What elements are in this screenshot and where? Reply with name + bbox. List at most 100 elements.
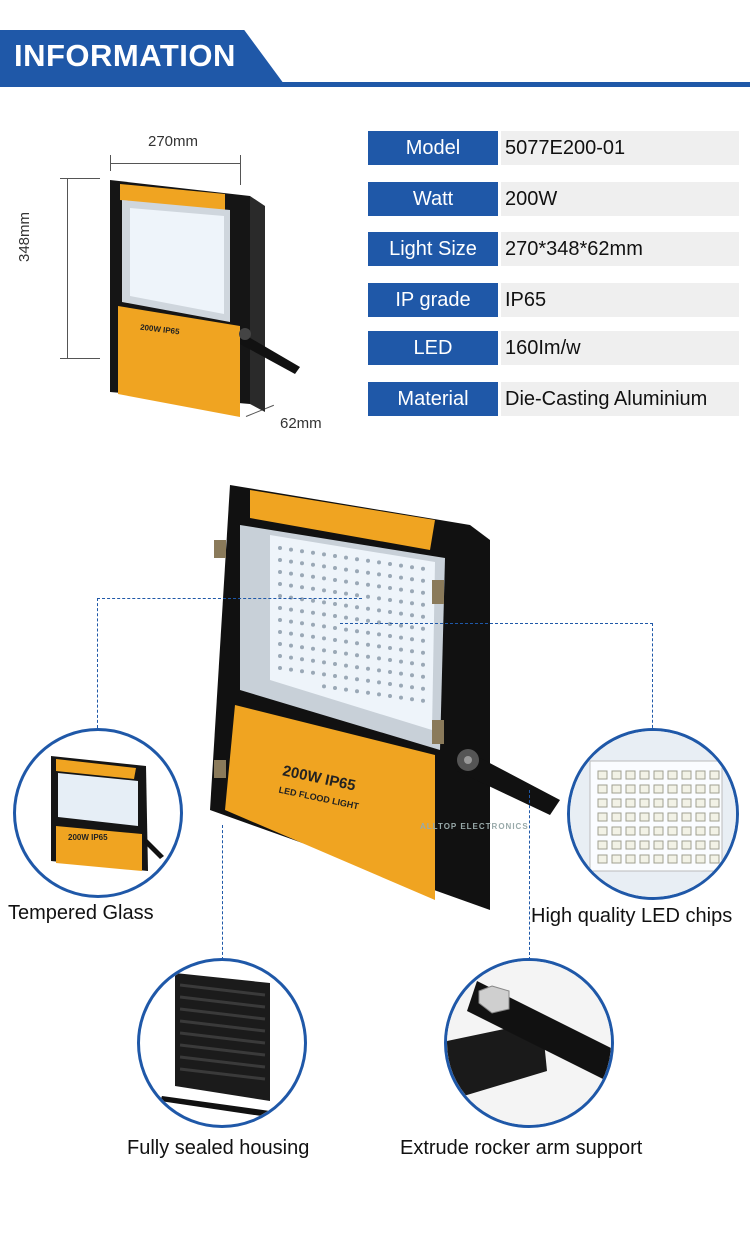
led-chip [611, 784, 622, 794]
led-dot [410, 685, 414, 690]
led-dot [344, 615, 348, 620]
led-dot [377, 608, 381, 613]
spec-label: Material [368, 382, 498, 416]
led-dot [421, 674, 425, 679]
height-dimension-line [67, 178, 68, 358]
led-chip [681, 812, 692, 822]
caption-led-chips: High quality LED chips [531, 905, 733, 927]
led-chip [625, 770, 636, 780]
led-dot [355, 653, 359, 658]
led-chip [681, 798, 692, 808]
led-dot [377, 680, 381, 685]
led-chip [611, 770, 622, 780]
led-chip [611, 798, 622, 808]
led-dot [322, 684, 326, 689]
led-dot [322, 612, 326, 617]
led-dot [289, 667, 293, 672]
caption-sealed-housing: Fully sealed housing [127, 1137, 310, 1159]
led-dot [377, 572, 381, 577]
led-dot [322, 660, 326, 665]
led-dot [399, 671, 403, 676]
led-dot [388, 634, 392, 638]
led-chip [667, 826, 678, 836]
feature-rocker-arm-circle [444, 958, 614, 1128]
spec-value: Die-Casting Aluminium [501, 382, 739, 416]
led-dot [333, 626, 337, 630]
connector-line [340, 623, 653, 624]
led-chip [695, 826, 706, 836]
led-dot [333, 590, 337, 594]
led-chip [611, 840, 622, 850]
led-dot [344, 639, 348, 644]
led-dot [377, 692, 381, 697]
feature-sealed-housing-circle [137, 958, 307, 1128]
led-dot [322, 600, 326, 605]
led-chip [597, 826, 608, 836]
led-chip [597, 770, 608, 780]
caption-tempered-glass: Tempered Glass [8, 902, 154, 924]
led-dot [366, 618, 370, 623]
led-dot [311, 586, 315, 591]
led-dot [399, 635, 403, 640]
led-dot [289, 559, 293, 564]
led-dot [366, 678, 370, 683]
led-chip [653, 840, 664, 850]
led-dot [344, 579, 348, 584]
led-dot [388, 598, 392, 602]
page-title: INFORMATION [14, 38, 236, 73]
spec-value: 200W [501, 182, 739, 216]
led-chip [681, 826, 692, 836]
led-dot [388, 670, 392, 674]
led-chip [639, 812, 650, 822]
led-dot [278, 666, 282, 670]
led-dot [421, 590, 425, 595]
led-chip [625, 840, 636, 850]
spec-value: 270*348*62mm [501, 232, 739, 266]
led-dot [289, 631, 293, 636]
led-dot [377, 596, 381, 601]
spec-value: 160Im/w [501, 331, 739, 365]
led-chip [681, 840, 692, 850]
led-dot [399, 623, 403, 628]
led-dot [300, 561, 304, 566]
width-dimension-line [110, 163, 241, 164]
led-chip [709, 826, 720, 836]
led-chip [597, 812, 608, 822]
led-chip [709, 798, 720, 808]
led-dot [366, 654, 370, 659]
spec-row-material: Material Die-Casting Aluminium [368, 382, 739, 416]
led-chip [667, 770, 678, 780]
led-dot [421, 662, 425, 667]
led-dot [355, 593, 359, 598]
led-dot [333, 566, 337, 570]
led-chip-grid [278, 546, 425, 703]
led-chip [597, 784, 608, 794]
led-dot [355, 569, 359, 574]
led-dot [421, 650, 425, 655]
led-dot [421, 578, 425, 583]
led-dot [366, 558, 370, 563]
led-chip [639, 840, 650, 850]
led-dot [410, 589, 414, 594]
led-chip [639, 826, 650, 836]
led-dot [311, 622, 315, 627]
header: INFORMATION [0, 0, 750, 90]
led-dot [366, 666, 370, 671]
led-dot [388, 694, 392, 698]
led-dot [333, 602, 337, 606]
led-dot [278, 558, 282, 562]
led-dot [278, 570, 282, 574]
led-dot [322, 576, 326, 581]
led-dot [300, 549, 304, 554]
connector-line [222, 825, 223, 960]
led-dot [344, 663, 348, 668]
led-chip [667, 784, 678, 794]
led-dot [322, 552, 326, 557]
led-dot [366, 630, 370, 635]
led-dot [289, 607, 293, 612]
led-dot [333, 674, 337, 678]
led-dot [355, 581, 359, 586]
led-dot [300, 633, 304, 638]
led-chip [709, 784, 720, 794]
led-chip [653, 770, 664, 780]
